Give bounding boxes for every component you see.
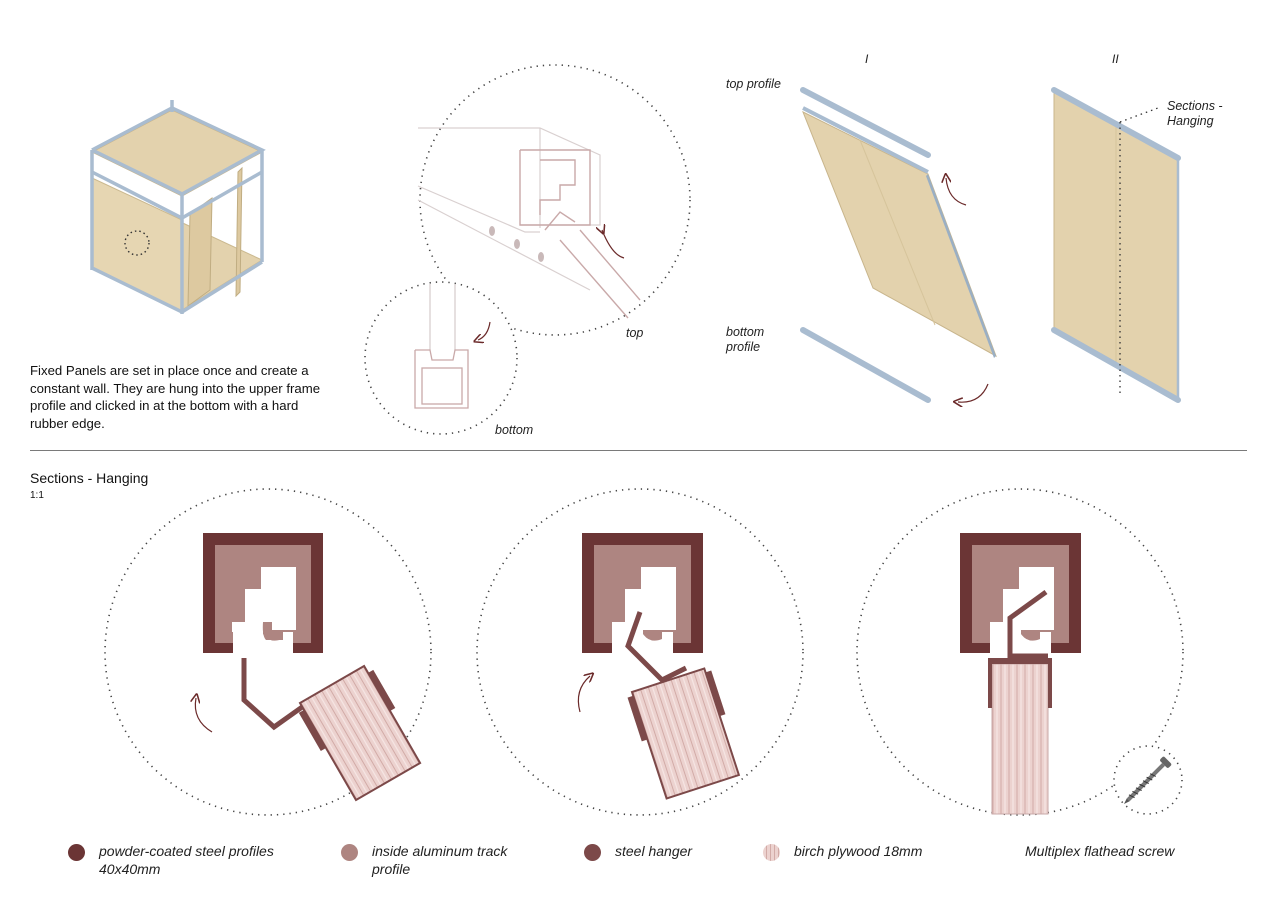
detail-label-bottom: bottom [495, 423, 534, 437]
step-label-one: I [865, 52, 869, 66]
legend-label: inside aluminum track [372, 843, 508, 859]
legend-item-aluminum-track: inside aluminum track profile [341, 842, 507, 878]
legend-item-steel-profiles: powder-coated steel profiles 40x40mm [68, 842, 274, 878]
legend-item-steel-hanger: steel hanger [584, 842, 692, 861]
step-one-panel-illustration [800, 87, 997, 402]
legend-swatch [68, 844, 85, 861]
section-hanging-1 [104, 488, 432, 816]
legend-label: birch plywood 18mm [794, 843, 923, 859]
section-scale: 1:1 [30, 490, 44, 501]
section-divider [30, 450, 1247, 451]
isometric-cube-illustration [90, 100, 266, 314]
step-two-panel-illustration [1051, 87, 1181, 403]
legend-label: Multiplex flathead screw [1025, 843, 1175, 859]
legend-swatch [763, 844, 780, 861]
section-hanging-3 [856, 488, 1184, 816]
legend-item-birch-plywood: birch plywood 18mm [763, 842, 922, 861]
legend-label-line2: 40x40mm [99, 861, 161, 877]
label-sections-hanging: Sections - Hanging [1167, 99, 1223, 128]
legend-swatch [341, 844, 358, 861]
screw-icon [1123, 756, 1172, 805]
label-top-profile: top profile [726, 77, 781, 91]
label-bottom-profile: bottom profile [726, 325, 765, 354]
legend-swatch [584, 844, 601, 861]
step-label-two: II [1112, 52, 1119, 66]
panel-description: Fixed Panels are set in place once and c… [30, 363, 321, 431]
legend-label: powder-coated steel profiles [99, 843, 274, 859]
detail-label-top: top [626, 326, 644, 340]
legend-item-screw: Multiplex flathead screw [1025, 842, 1174, 860]
detail-bottom-illustration [364, 281, 518, 435]
detail-top-illustration [417, 64, 691, 336]
section-title: Sections - Hanging [30, 470, 149, 486]
legend-label-line2: profile [372, 861, 411, 877]
section-hanging-2 [476, 488, 804, 816]
legend-label: steel hanger [615, 843, 693, 859]
